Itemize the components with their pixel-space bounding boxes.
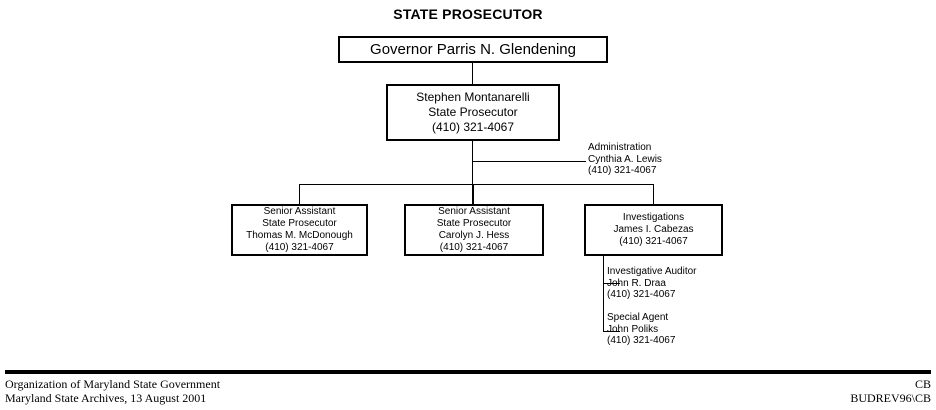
connector-investigations-trunk	[603, 256, 604, 332]
node-governor[interactable]: Governor Parris N. Glendening	[338, 36, 608, 63]
node-investigations-phone: (410) 321-4067	[619, 236, 688, 247]
node-administration-phone: (410) 321-4067	[588, 165, 657, 176]
node-special-agent-name: John Poliks	[607, 323, 659, 335]
node-senior-assistant-hess[interactable]: Senior Assistant State Prosecutor Caroly…	[404, 204, 544, 256]
node-state-prosecutor[interactable]: Stephen Montanarelli State Prosecutor (4…	[386, 84, 560, 141]
node-senior-assistant-mcdonough-name: Thomas M. McDonough	[246, 230, 353, 241]
node-investigations[interactable]: Investigations James I. Cabezas (410) 32…	[584, 204, 723, 256]
connector-governor-to-prosecutor	[472, 63, 473, 84]
node-investigative-auditor-name: John R. Draa	[607, 277, 666, 289]
footer-source-line1: Organization of Maryland State Governmen…	[5, 377, 221, 391]
node-senior-assistant-mcdonough-phone: (410) 321-4067	[265, 242, 334, 253]
connector-prosecutor-trunk	[472, 141, 473, 204]
node-special-agent[interactable]: Special Agent John Poliks (410) 321-4067	[607, 312, 675, 347]
node-senior-assistant-mcdonough[interactable]: Senior Assistant State Prosecutor Thomas…	[231, 204, 368, 256]
connector-administration-branch	[472, 161, 584, 162]
footer-source: Organization of Maryland State Governmen…	[5, 377, 221, 405]
node-senior-assistant-mcdonough-role-line2: State Prosecutor	[262, 218, 337, 229]
node-investigations-role: Investigations	[622, 212, 685, 223]
node-governor-name: Governor Parris N. Glendening	[370, 40, 576, 58]
footer-reference-line2: BUDREV96\CB	[850, 390, 931, 405]
node-state-prosecutor-role: State Prosecutor	[428, 105, 518, 119]
connector-branch-auditor	[603, 283, 620, 284]
node-investigative-auditor[interactable]: Investigative Auditor John R. Draa (410)…	[607, 266, 697, 301]
node-administration-role: Administration	[588, 142, 652, 153]
footer-reference: CB BUDREV96\CB	[850, 377, 931, 405]
footer-reference-line1: CB	[914, 377, 931, 391]
node-administration[interactable]: Administration Cynthia A. Lewis (410) 32…	[588, 142, 662, 177]
node-investigative-auditor-phone: (410) 321-4067	[607, 289, 676, 300]
node-special-agent-role: Special Agent	[607, 312, 669, 323]
node-investigations-name: James I. Cabezas	[613, 224, 694, 235]
connector-drop-hess	[473, 184, 474, 204]
connector-subordinate-bus	[299, 184, 654, 185]
node-investigative-auditor-role: Investigative Auditor	[607, 266, 697, 277]
node-state-prosecutor-phone: (410) 321-4067	[431, 120, 515, 134]
page-title: STATE PROSECUTOR	[393, 6, 543, 22]
connector-drop-mcdonough	[299, 184, 300, 204]
node-administration-name: Cynthia A. Lewis	[588, 153, 662, 165]
node-senior-assistant-mcdonough-role-line1: Senior Assistant	[263, 206, 336, 217]
footer-divider	[5, 370, 931, 374]
node-state-prosecutor-name: Stephen Montanarelli	[416, 90, 530, 104]
footer-source-line2: Maryland State Archives, 13 August 2001	[5, 390, 207, 405]
connector-administration-dash	[581, 161, 586, 162]
connector-drop-investigations	[653, 184, 654, 204]
node-senior-assistant-hess-role-line1: Senior Assistant	[438, 206, 510, 217]
node-senior-assistant-hess-phone: (410) 321-4067	[439, 242, 509, 253]
node-senior-assistant-hess-role-line2: State Prosecutor	[436, 218, 512, 229]
connector-branch-special-agent	[603, 331, 620, 332]
node-special-agent-phone: (410) 321-4067	[607, 335, 676, 346]
node-senior-assistant-hess-name: Carolyn J. Hess	[438, 230, 510, 241]
